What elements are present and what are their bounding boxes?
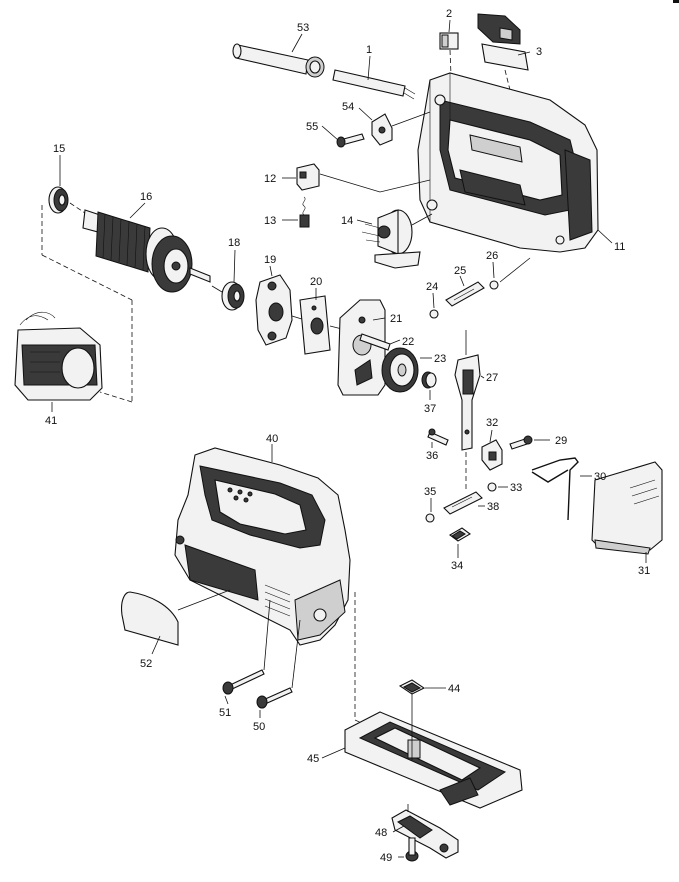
- label-41: 41: [45, 415, 57, 427]
- part-26-ring: [489, 280, 499, 290]
- label-37: 37: [424, 403, 436, 415]
- label-44: 44: [448, 683, 460, 695]
- label-14: 14: [341, 215, 353, 227]
- label-25: 25: [454, 265, 466, 277]
- part-11-motor-housing: [417, 72, 599, 253]
- label-1: 1: [366, 44, 372, 56]
- label-34: 34: [451, 560, 463, 572]
- part-38-slider: [443, 491, 483, 515]
- part-30-spring: [531, 457, 579, 521]
- part-3-switch: [477, 13, 529, 71]
- corner-mark: [673, 0, 679, 3]
- label-21: 21: [390, 313, 402, 325]
- part-54-cord-guard: [371, 113, 393, 146]
- label-2: 2: [446, 8, 452, 20]
- part-51-screw: [222, 669, 265, 695]
- label-18: 18: [228, 237, 240, 249]
- part-2-capacitor: [439, 32, 459, 50]
- label-13: 13: [264, 215, 276, 227]
- label-29: 29: [555, 435, 567, 447]
- part-19-retainer: [255, 274, 293, 346]
- part-33-ring: [487, 482, 497, 492]
- label-36: 36: [426, 450, 438, 462]
- part-32-block: [481, 439, 503, 471]
- label-48: 48: [375, 827, 387, 839]
- part-23-gear: [381, 347, 419, 393]
- part-34-pad: [449, 527, 471, 542]
- label-52: 52: [140, 658, 152, 670]
- part-55-screw: [336, 133, 365, 148]
- part-1-cord: [332, 69, 416, 100]
- label-19: 19: [264, 254, 276, 266]
- part-12-brush-holder: [296, 163, 320, 191]
- label-40: 40: [266, 433, 278, 445]
- part-18-bearing: [221, 281, 245, 311]
- label-45: 45: [307, 753, 319, 765]
- label-32: 32: [486, 417, 498, 429]
- part-14-field-bracket: [361, 209, 421, 269]
- label-12: 12: [264, 173, 276, 185]
- label-22: 22: [402, 336, 414, 348]
- label-3: 3: [536, 46, 542, 58]
- part-44-pad: [398, 679, 426, 695]
- part-13-carbon-brush: [299, 196, 310, 228]
- part-49-screw: [405, 837, 419, 862]
- label-23: 23: [434, 353, 446, 365]
- part-21-gear-plate: [337, 299, 386, 396]
- part-20-plate: [299, 295, 331, 355]
- label-15: 15: [53, 143, 65, 155]
- label-54: 54: [342, 101, 354, 113]
- label-31: 31: [638, 565, 650, 577]
- label-24: 24: [426, 281, 438, 293]
- label-26: 26: [486, 250, 498, 262]
- label-51: 51: [219, 707, 231, 719]
- part-50-screw: [256, 687, 293, 709]
- part-29-screw: [509, 435, 533, 450]
- part-45-base: [344, 711, 523, 809]
- part-15-bearing: [48, 186, 69, 214]
- part-36-screw: [427, 428, 449, 446]
- label-33: 33: [510, 482, 522, 494]
- label-49: 49: [380, 852, 392, 864]
- part-25-slider: [445, 281, 485, 307]
- label-30: 30: [594, 471, 606, 483]
- label-27: 27: [486, 372, 498, 384]
- part-24-ring: [429, 309, 439, 319]
- part-48-clamp: [391, 809, 459, 859]
- label-55: 55: [306, 121, 318, 133]
- part-27-slider-shaft: [454, 354, 481, 451]
- label-38: 38: [487, 501, 499, 513]
- label-20: 20: [310, 276, 322, 288]
- part-22-pin: [359, 333, 391, 351]
- part-53-sleeve: [232, 43, 325, 78]
- part-31-guard: [591, 461, 663, 555]
- label-50: 50: [253, 721, 265, 733]
- part-37-bushing: [421, 371, 437, 389]
- part-41-field: [14, 311, 103, 401]
- part-52-nameplate: [121, 591, 179, 646]
- part-40-housing: [174, 447, 351, 646]
- label-16: 16: [140, 191, 152, 203]
- label-11: 11: [614, 241, 625, 253]
- label-53: 53: [297, 22, 309, 34]
- part-35-ring: [425, 513, 435, 523]
- label-35: 35: [424, 486, 436, 498]
- part-16-armature: [82, 209, 211, 293]
